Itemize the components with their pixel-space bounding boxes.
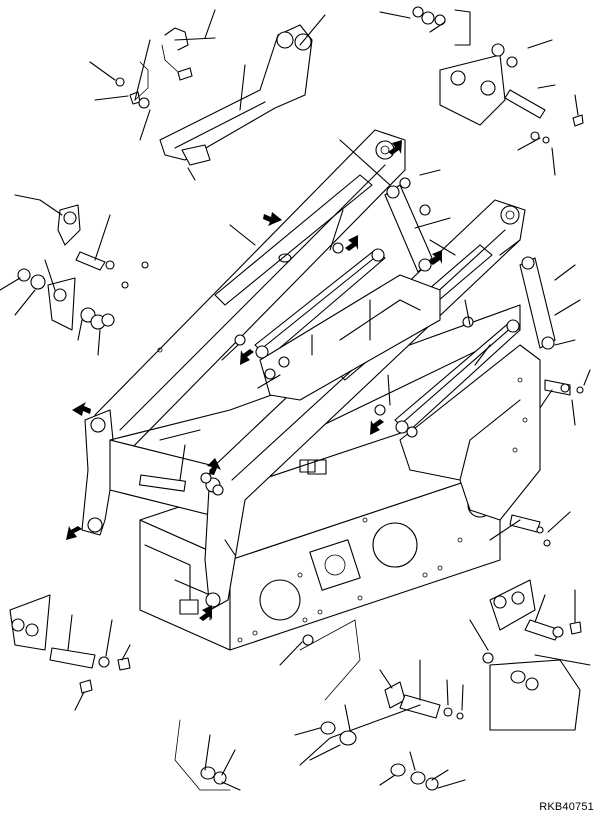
frame-bushings	[200, 177, 474, 496]
upper-links	[384, 184, 556, 350]
detail-top-left	[89, 39, 151, 141]
detail-top-right	[339, 6, 584, 186]
detail-right	[474, 344, 591, 547]
detail-bottom-right	[469, 579, 591, 731]
detail-top-center	[159, 9, 326, 181]
reference-code-label: RKB40751	[539, 801, 594, 813]
leader-lines	[179, 169, 581, 481]
detail-left	[0, 194, 149, 356]
left-lift-link	[254, 248, 386, 359]
detail-bottom-left	[9, 594, 131, 711]
inner-tower	[259, 274, 541, 521]
side-plate-holes	[237, 517, 463, 643]
left-boom-arm	[81, 129, 406, 536]
right-lift-link	[394, 319, 521, 434]
direction-arrows	[66, 140, 442, 621]
detail-bottom-center	[174, 619, 466, 791]
right-boom-arm	[204, 199, 526, 611]
